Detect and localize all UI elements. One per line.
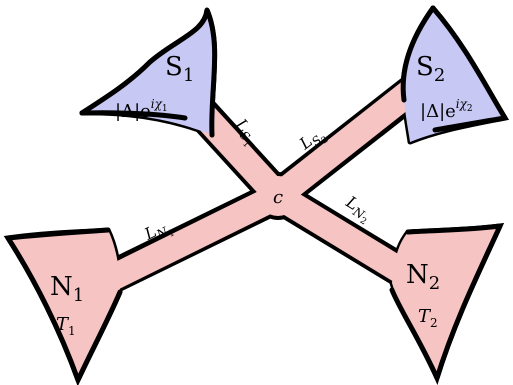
terminal-n1-overlay [8, 230, 120, 380]
wire-fills [98, 69, 434, 294]
terminal-n2-label: N2 [406, 260, 440, 294]
terminal-s1-phase: |Δ|eiχ1 [115, 97, 168, 122]
terminal-n1-temp: T1 [56, 314, 76, 338]
terminal-n2-temp: T2 [418, 306, 438, 330]
wire-ls2-fill [269, 69, 434, 207]
center-node [258, 176, 298, 216]
terminal-s2-edge [430, 5, 510, 133]
terminal-s2-overlay [403, 8, 505, 142]
terminal-s1-label: S1 [165, 52, 194, 86]
terminal-s2-phase: |Δ|eiχ2 [420, 97, 473, 122]
terminal-s2-label: S2 [416, 52, 445, 86]
terminal-s1-edge [79, 9, 218, 138]
terminal-n2-edge [389, 222, 505, 385]
terminal-n1-edge [3, 227, 123, 385]
wire-ln2-fill [271, 184, 413, 286]
wire-ln1-fill [98, 184, 284, 294]
center-node-label: c [273, 187, 283, 208]
terminal-s2-edge-left [400, 5, 436, 103]
terminal-s1-edge-bottom [79, 110, 188, 121]
terminal-n1-label: N1 [50, 272, 84, 306]
